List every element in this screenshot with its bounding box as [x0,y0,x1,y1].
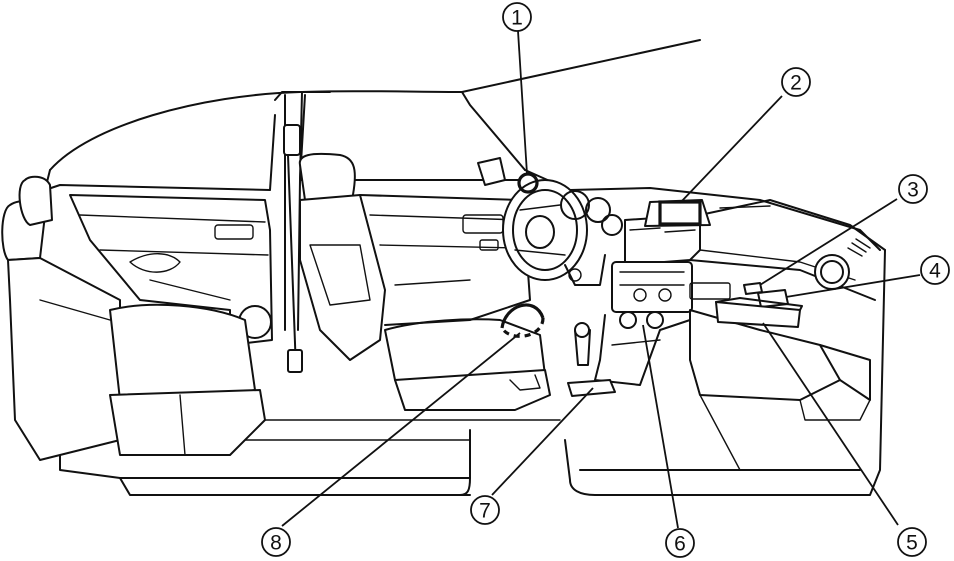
callout-4-label: 4 [929,260,941,283]
rear-seat [1,175,266,461]
callout-5: 5 [897,527,927,557]
leader-lines [281,30,921,529]
callout-2-label: 2 [790,72,802,95]
component-5-module [715,297,803,328]
component-1-sensor [517,172,539,194]
callout-7-label: 7 [479,500,491,523]
callout-3-label: 3 [907,179,919,202]
callout-4: 4 [920,255,950,285]
callout-8: 8 [261,527,291,557]
callout-6: 6 [665,528,695,558]
component-8-ring [500,303,545,338]
callout-5-label: 5 [906,532,918,555]
center-console [567,214,701,397]
callout-1: 1 [502,2,532,32]
callout-1-label: 1 [511,7,523,30]
callout-8-label: 8 [270,532,282,555]
seatbelt [283,124,303,373]
callout-7: 7 [470,495,500,525]
car-body-outline [44,39,886,496]
callout-3: 3 [898,174,928,204]
dashboard-right [689,199,886,471]
callout-2: 2 [781,67,811,97]
callout-6-label: 6 [674,533,686,556]
front-seat [298,152,551,411]
steering-wheel-cluster [502,179,623,391]
